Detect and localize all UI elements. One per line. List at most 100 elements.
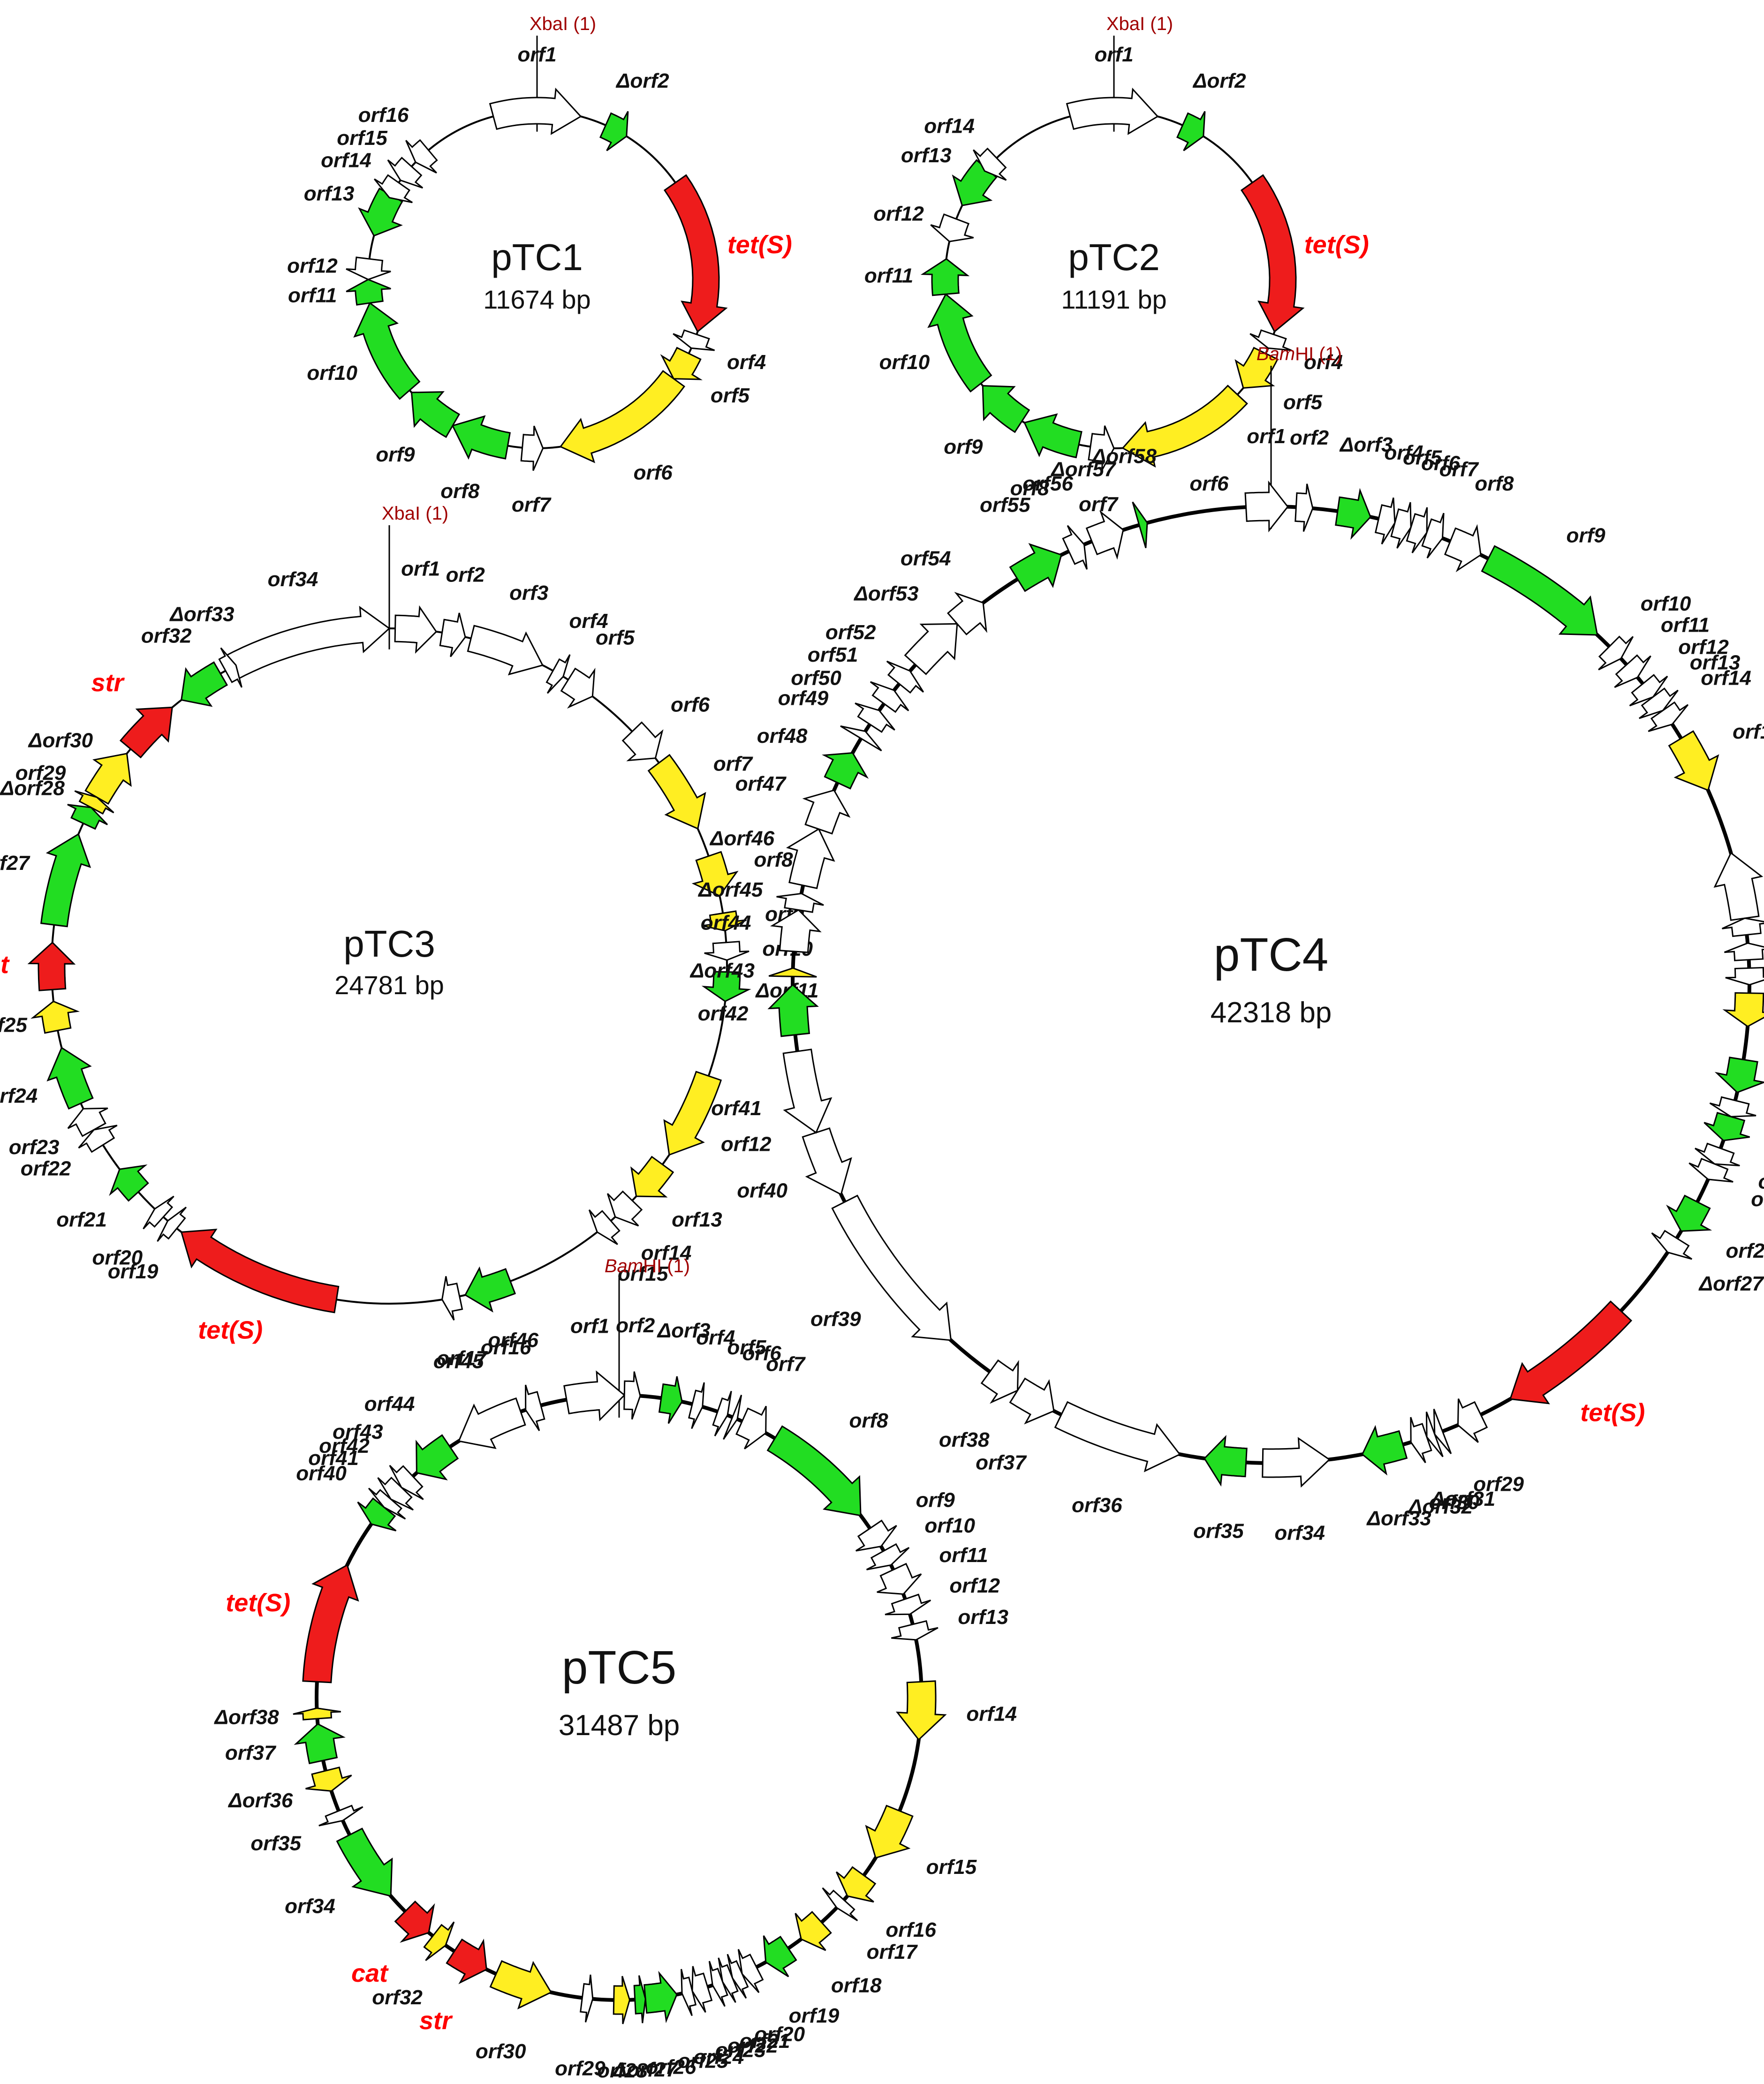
gene-arrow-orf30: [489, 1960, 553, 2009]
gene-arrow-orf26: [643, 1971, 678, 2024]
gene-arrow-orf27: [40, 833, 91, 928]
gene-arrow-orf6: [621, 721, 664, 762]
gene-arrow-delta-orf2: [1176, 111, 1206, 151]
gene-arrow-orf9: [702, 910, 747, 932]
gene-arrow-tets: [1509, 1300, 1633, 1404]
gene-label-orf1: orf1: [570, 1315, 609, 1338]
gene-label-orf16: orf16: [481, 1336, 531, 1359]
gene-label-orf5: orf5: [1403, 446, 1442, 469]
gene-arrow-orf10: [353, 302, 421, 400]
gene-arrow-orf9: [410, 391, 461, 438]
gene-arrow-delta-orf3: [658, 1376, 683, 1424]
gene-arrow-orf21: [727, 1954, 749, 1999]
gene-label-orf10: orf10: [924, 1514, 975, 1537]
gene-label-str: str: [419, 2007, 453, 2035]
gene-label-tets: tet(S): [1304, 231, 1369, 259]
gene-label-orf4: orf4: [727, 351, 766, 374]
plasmid-size: 11674 bp: [483, 285, 591, 314]
site-enzyme-suffix: HI (1): [1295, 344, 1342, 364]
gene-arrow-orf47: [802, 789, 851, 835]
gene-arrow-orf18: [1724, 942, 1764, 961]
gene-arrow-orf24: [46, 1046, 94, 1110]
gene-arrow-cat: [27, 941, 76, 991]
gene-arrow-orf8: [451, 415, 511, 460]
gene-label-orf36: orf36: [1072, 1494, 1122, 1517]
plasmid-size: 31487 bp: [559, 1709, 680, 1742]
gene-label-orf5: orf5: [727, 1336, 766, 1359]
gene-arrow-orf10: [927, 293, 992, 393]
gene-arrow-orf20: [1722, 992, 1764, 1027]
gene-arrow-orf41: [368, 1487, 406, 1520]
gene-label-orf26: orf26: [1726, 1239, 1764, 1262]
gene-label-orf16: orf16: [886, 1918, 936, 1941]
gene-label-orf45: orf45: [433, 1350, 484, 1373]
gene-arrow-orf24: [1695, 1142, 1740, 1167]
gene-arrow-orf34: [223, 605, 391, 681]
gene-label-orf10: orf10: [1641, 592, 1691, 615]
gene-arrow-orf14: [1648, 701, 1689, 732]
gene-arrow-orf5: [560, 667, 596, 709]
gene-arrow-orf36: [1054, 1401, 1181, 1472]
gene-arrow-orf13: [891, 1620, 939, 1641]
gene-label-orf14: orf14: [321, 149, 371, 172]
gene-arrow-orf43: [389, 1465, 424, 1500]
gene-label-orf32: orf32: [141, 624, 192, 647]
gene-label-orf41: orf41: [711, 1097, 762, 1120]
gene-arrow-delta-orf11: [701, 971, 751, 1003]
gene-label-orf13: orf13: [304, 182, 355, 205]
gene-label-orf41: orf41: [308, 1447, 359, 1470]
plasmid-name: pTC4: [1214, 929, 1329, 981]
gene-label-orf16: orf16: [358, 104, 409, 127]
gene-arrow-orf15: [1668, 730, 1719, 792]
gene-label-orf19: orf19: [108, 1260, 159, 1283]
gene-arrow-orf6: [723, 1395, 742, 1440]
gene-arrow-orf4: [1374, 497, 1396, 544]
gene-label-orf9: orf9: [944, 436, 983, 459]
gene-arrow-orf1: [394, 605, 438, 654]
gene-label-orf6: orf6: [634, 461, 673, 484]
restriction-site-label: XbaI (1): [382, 503, 448, 524]
gene-label-delta-orf58: Δorf58: [1091, 445, 1157, 468]
gene-label-orf13: orf13: [958, 1606, 1008, 1629]
gene-arrow-orf12: [663, 1071, 722, 1156]
gene-arrow-orf46: [525, 1384, 545, 1431]
gene-label-orf24: orf24: [694, 2046, 744, 2069]
gene-arrow-delta-orf2: [599, 111, 629, 151]
gene-arrow-delta-orf28: [67, 804, 108, 830]
gene-label-tets: tet(S): [198, 1316, 263, 1344]
gene-label-orf52: orf52: [825, 621, 876, 644]
gene-label-orf12: orf12: [287, 255, 338, 278]
gene-label-orf35: orf35: [250, 1832, 301, 1855]
gene-label-orf25: orf25: [678, 2050, 728, 2073]
gene-arrow-orf11: [346, 279, 391, 306]
gene-label-orf21: orf21: [56, 1208, 107, 1231]
gene-label-orf25: orf25: [1751, 1188, 1764, 1211]
gene-label-orf15: orf15: [1733, 720, 1764, 743]
gene-arrow-delta-orf25: [30, 1000, 80, 1034]
gene-arrow-orf35: [1204, 1435, 1248, 1487]
gene-arrow-orf55: [1009, 543, 1062, 592]
gene-arrow-orf8: [1444, 524, 1482, 573]
gene-arrow-orf22: [1709, 1096, 1756, 1118]
gene-arrow-orf17: [1721, 917, 1764, 937]
gene-label-orf54: orf54: [901, 547, 951, 570]
gene-label-orf13: orf13: [1690, 651, 1741, 674]
gene-arrow-orf4: [673, 329, 715, 351]
gene-label-delta-orf45: Δorf45: [697, 878, 763, 901]
gene-label-orf5: orf5: [596, 627, 635, 649]
gene-arrow-orf54: [946, 592, 987, 635]
gene-label-orf40: orf40: [737, 1179, 787, 1202]
gene-arrow-delta-orf33: [1361, 1425, 1408, 1476]
gene-arrow-orf18: [795, 1910, 832, 1951]
gene-label-orf24: orf24: [1758, 1170, 1764, 1193]
gene-label-orf1: orf1: [401, 558, 440, 581]
gene-label-orf7: orf7: [1079, 493, 1119, 516]
gene-arrow-orf44: [416, 1434, 459, 1480]
gene-arrow-orf10: [704, 941, 750, 961]
gene-arrow-orf12: [930, 213, 974, 242]
gene-label-orf21: orf21: [740, 2030, 790, 2053]
gene-arrow-orf56: [1062, 525, 1088, 570]
gene-label-str: str: [91, 669, 125, 697]
